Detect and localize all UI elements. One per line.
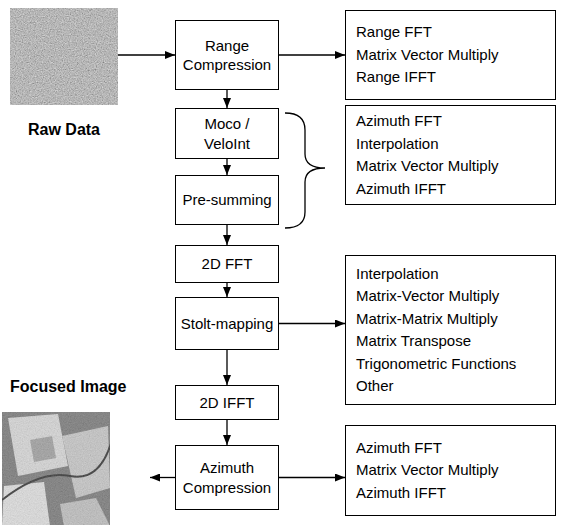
flow-arrow xyxy=(226,159,227,175)
operation-name: Matrix-Matrix Multiply xyxy=(356,308,545,331)
operations-box: Range FFTMatrix Vector MultiplyRange IFF… xyxy=(345,10,556,100)
flow-arrow xyxy=(226,225,227,245)
operation-name: Azimuth IFFT xyxy=(356,178,545,201)
operation-name: Range FFT xyxy=(356,21,545,44)
process-box: Pre-summing xyxy=(175,175,279,225)
image-caption: Raw Data xyxy=(10,119,118,141)
flow-arrow xyxy=(226,420,227,445)
operation-name: Matrix Transpose xyxy=(356,330,545,353)
operations-box: Azimuth FFTMatrix Vector MultiplyAzimuth… xyxy=(345,425,556,516)
box-label: Stolt-mapping xyxy=(180,314,274,334)
operation-name: Matrix Vector Multiply xyxy=(356,459,545,482)
process-box: Range Compression xyxy=(175,20,279,90)
image-space xyxy=(10,8,118,105)
operation-name: Range IFFT xyxy=(356,66,545,89)
image-panel: Raw Data xyxy=(10,8,118,141)
image-panel: Focused Image xyxy=(2,376,150,525)
flow-arrow xyxy=(226,283,227,297)
process-box: Azimuth Compression xyxy=(175,445,279,510)
raw-data-image xyxy=(10,8,118,105)
process-box: 2D IFFT xyxy=(175,385,279,420)
operations-box: Azimuth FFTInterpolationMatrix Vector Mu… xyxy=(345,105,556,205)
image-space xyxy=(2,412,150,525)
process-box: Stolt-mapping xyxy=(175,297,279,350)
flow-arrow xyxy=(150,477,175,478)
flow-arrow xyxy=(279,477,345,478)
process-box: 2D FFT xyxy=(175,245,279,283)
flow-arrow xyxy=(226,90,227,108)
operation-name: Interpolation xyxy=(356,263,545,286)
operations-box: InterpolationMatrix-Vector MultiplyMatri… xyxy=(345,255,556,405)
operation-name: Trigonometric Functions xyxy=(356,353,545,376)
process-box: Moco / VeloInt xyxy=(175,108,279,159)
flow-arrow xyxy=(279,54,345,55)
focused-image xyxy=(2,412,110,525)
flow-arrow xyxy=(118,54,175,55)
image-caption: Focused Image xyxy=(2,376,150,398)
flow-arrow xyxy=(226,350,227,385)
box-label: Moco / VeloInt xyxy=(180,114,274,153)
box-label: Azimuth Compression xyxy=(180,458,274,497)
flow-arrow xyxy=(279,323,345,324)
operation-name: Azimuth FFT xyxy=(356,437,545,460)
operation-name: Other xyxy=(356,375,545,398)
box-label: 2D IFFT xyxy=(180,393,274,413)
operation-name: Interpolation xyxy=(356,133,545,156)
operation-name: Matrix-Vector Multiply xyxy=(356,285,545,308)
operation-name: Matrix Vector Multiply xyxy=(356,155,545,178)
operation-name: Matrix Vector Multiply xyxy=(356,44,545,67)
operation-name: Azimuth FFT xyxy=(356,110,545,133)
box-label: Pre-summing xyxy=(180,190,274,210)
curly-brace xyxy=(285,113,325,228)
box-label: Range Compression xyxy=(180,36,274,75)
operation-name: Azimuth IFFT xyxy=(356,482,545,505)
box-label: 2D FFT xyxy=(180,254,274,274)
